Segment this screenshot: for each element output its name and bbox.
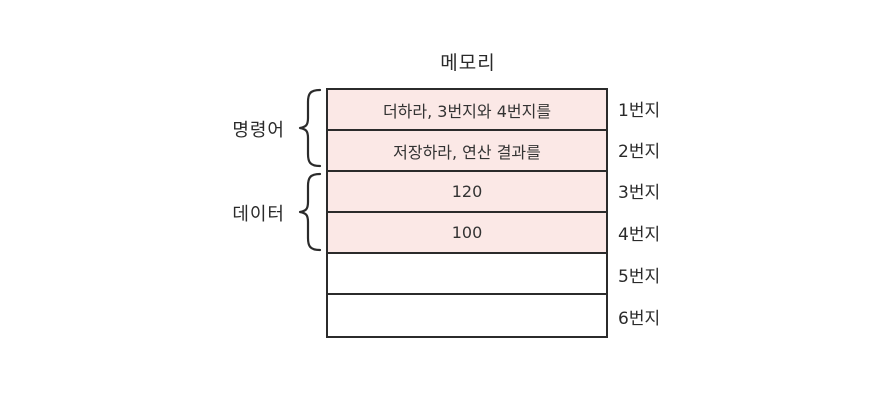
memory-cell-3-text: 120 — [451, 182, 483, 201]
diagram-title: 메모리 — [440, 52, 496, 74]
address-label-4: 4번지 — [618, 225, 661, 245]
address-label-3: 3번지 — [618, 183, 661, 203]
address-label-6: 6번지 — [618, 309, 661, 329]
address-label-5: 5번지 — [618, 267, 661, 287]
memory-cell-5 — [328, 254, 606, 295]
memory-cell-1-text: 더하라, 3번지와 4번지를 — [382, 101, 552, 121]
instruction-brace-icon — [298, 88, 322, 168]
memory-cell-1: 더하라, 3번지와 4번지를 — [328, 90, 606, 131]
address-label-2: 2번지 — [618, 142, 661, 162]
address-label-1: 1번지 — [618, 101, 661, 121]
memory-cell-6 — [328, 295, 606, 336]
group-label-instruction: 명령어 — [232, 120, 285, 141]
memory-cell-2-text: 저장하라, 연산 결과를 — [393, 142, 541, 162]
data-brace-icon — [298, 172, 322, 252]
memory-table: 더하라, 3번지와 4번지를 저장하라, 연산 결과를 120 100 — [326, 88, 608, 338]
group-label-data: 데이터 — [232, 204, 285, 225]
memory-cell-4-text: 100 — [451, 223, 483, 242]
memory-cell-3: 120 — [328, 172, 606, 213]
memory-cell-4: 100 — [328, 213, 606, 254]
memory-cell-2: 저장하라, 연산 결과를 — [328, 131, 606, 172]
